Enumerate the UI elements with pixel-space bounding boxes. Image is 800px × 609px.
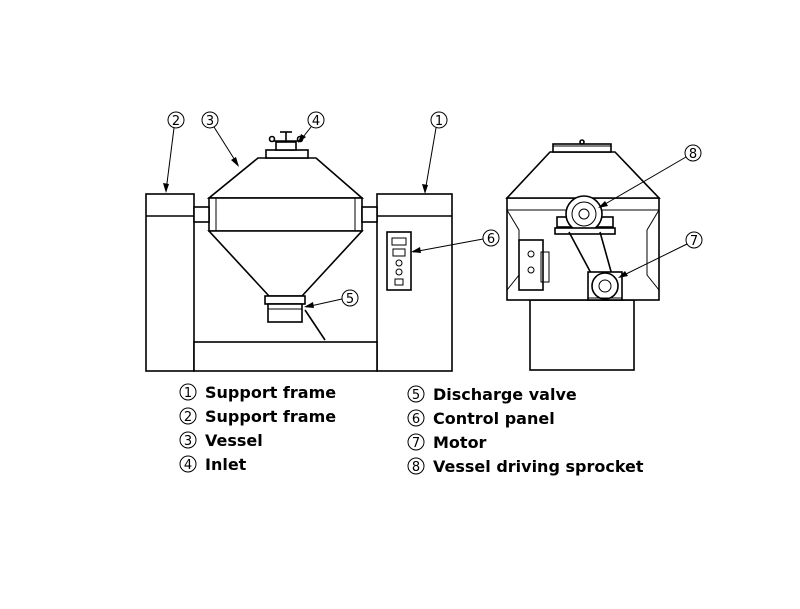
callout-6-number: 6: [487, 232, 495, 247]
legend-item-1-number: 1: [184, 386, 192, 401]
legend-item-3-number: 3: [184, 434, 192, 449]
callout-1-number: 1: [435, 114, 443, 129]
motor: [587, 271, 623, 301]
legend-item-6-number: 6: [412, 412, 420, 427]
legend-item-7-label: Motor: [433, 433, 487, 452]
legend-item-5-number: 5: [412, 388, 420, 403]
legend-item-2: 2 Support frame: [179, 407, 336, 426]
legend-item-5-label: Discharge valve: [433, 385, 577, 404]
callout-1: 1: [422, 111, 448, 194]
legend-item-2-number: 2: [184, 410, 192, 425]
callout-5: 5: [304, 289, 359, 308]
legend-item-3: 3 Vessel: [179, 431, 263, 450]
legend-item-7: 7 Motor: [407, 433, 487, 452]
side-view: [505, 139, 661, 371]
legend-item-5: 5 Discharge valve: [407, 385, 577, 404]
legend-item-4-label: Inlet: [205, 455, 247, 474]
left-support-frame: [145, 193, 195, 372]
callout-7: 7: [618, 231, 703, 278]
callout-3: 3: [201, 111, 239, 167]
right-support-frame: [376, 193, 453, 372]
legend-item-8: 8 Vessel driving sprocket: [407, 457, 644, 476]
callout-4-number: 4: [312, 114, 320, 129]
control-panel: [386, 231, 412, 291]
legend-item-1-label: Support frame: [205, 383, 336, 402]
legend-item-4: 4 Inlet: [179, 455, 247, 474]
callout-4: 4: [298, 111, 325, 143]
callout-5-number: 5: [346, 292, 354, 307]
callout-6: 6: [411, 229, 500, 253]
callout-8-number: 8: [689, 147, 697, 162]
legend-item-8-number: 8: [412, 460, 420, 475]
discharge-valve: [264, 295, 326, 341]
callout-2: 2: [163, 111, 185, 193]
legend-item-6: 6 Control panel: [407, 409, 555, 428]
legend-item-7-number: 7: [412, 436, 420, 451]
callout-3-number: 3: [206, 114, 214, 129]
front-view: [145, 131, 453, 372]
vessel-driving-sprocket: [554, 195, 616, 235]
callout-2-number: 2: [172, 114, 180, 129]
legend-item-1: 1 Support frame: [179, 383, 336, 402]
legend: 1 Support frame 2 Support frame 3 Vessel…: [179, 383, 644, 476]
inlet: [268, 131, 304, 151]
callout-7-number: 7: [690, 234, 698, 249]
callout-8: 8: [598, 144, 702, 208]
legend-item-8-label: Vessel driving sprocket: [433, 457, 644, 476]
legend-item-4-number: 4: [184, 458, 192, 473]
legend-item-2-label: Support frame: [205, 407, 336, 426]
legend-item-3-label: Vessel: [205, 431, 263, 450]
vessel: [193, 149, 378, 297]
legend-item-6-label: Control panel: [433, 409, 555, 428]
frame-base: [193, 341, 378, 372]
